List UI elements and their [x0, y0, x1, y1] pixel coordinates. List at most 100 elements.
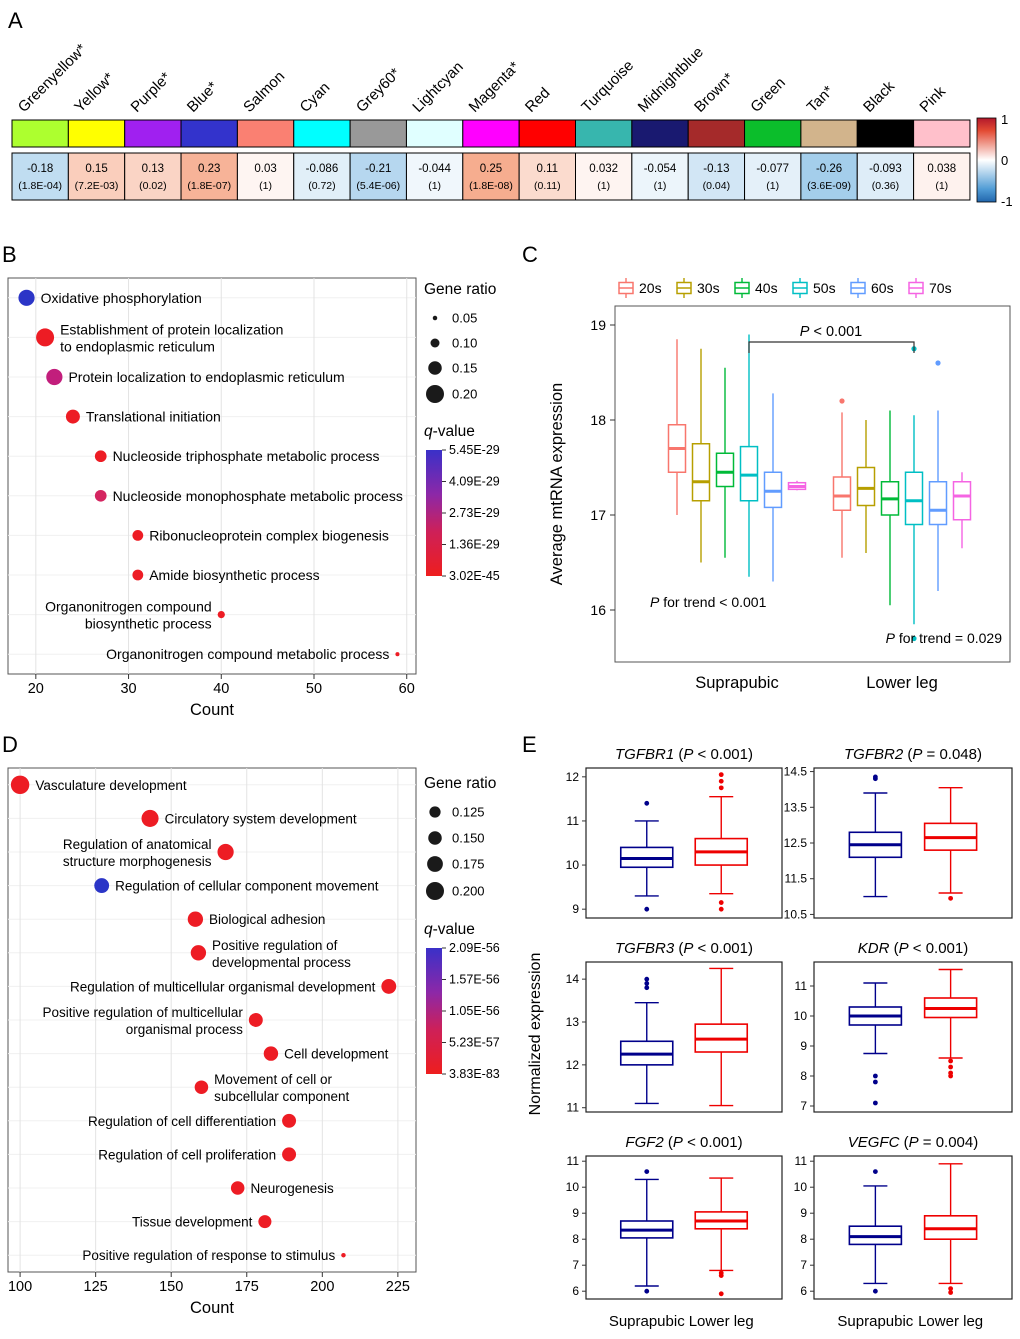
subpanel-border — [585, 961, 783, 1113]
correlation-value: -0.086 — [306, 163, 339, 175]
go-term-label: Regulation of anatomical — [63, 837, 212, 852]
outlier-dot — [644, 1169, 650, 1174]
go-term-dot — [187, 911, 204, 927]
module-color-swatch — [800, 119, 858, 148]
correlation-cell — [800, 152, 858, 201]
correlation-pvalue: (7.2E-03) — [75, 180, 119, 192]
size-legend-title: Gene ratio — [424, 775, 496, 792]
y-tick-label: 6 — [572, 1284, 579, 1298]
size-legend-value: 0.05 — [452, 311, 477, 326]
size-legend-value: 0.20 — [452, 387, 477, 402]
go-term-dot — [132, 569, 144, 581]
correlation-pvalue: (3.6E-09) — [807, 180, 851, 192]
category-label: Lower leg — [689, 1313, 754, 1330]
correlation-value: 0.13 — [142, 163, 164, 175]
y-tick-label: 12.5 — [784, 836, 808, 850]
correlation-value: 0.03 — [254, 163, 276, 175]
correlation-value: -0.093 — [869, 163, 902, 175]
go-term-dot — [282, 1113, 297, 1128]
gene-title: VEGFC (P = 0.004) — [848, 1134, 979, 1151]
size-legend-dot — [426, 385, 444, 403]
correlation-cell — [518, 152, 577, 201]
correlation-cell — [744, 152, 802, 201]
x-tick-label: 175 — [235, 1279, 259, 1295]
q-tick-label: 4.09E-29 — [449, 475, 500, 489]
y-tick-label: 10 — [794, 1009, 808, 1023]
go-term-label: Oxidative phosphorylation — [41, 290, 202, 306]
size-legend-value: 0.150 — [452, 831, 485, 846]
y-tick-label: 10 — [566, 858, 580, 872]
module-name: Brown* — [691, 70, 737, 116]
colorbar-tick-label: 1 — [1001, 112, 1008, 127]
correlation-value: -0.26 — [816, 163, 842, 175]
gene-title: TGFBR1 (P < 0.001) — [615, 746, 753, 763]
go-term-dot — [141, 809, 159, 827]
y-tick-label: 12 — [566, 1058, 580, 1072]
outlier-dot — [718, 900, 724, 905]
correlation-value: 0.032 — [589, 163, 618, 175]
outlier-dot — [644, 800, 650, 806]
correlation-cell — [236, 152, 295, 201]
outlier-dot — [911, 635, 917, 642]
go-term-label: organismal process — [126, 1022, 243, 1037]
size-legend-dot — [426, 882, 444, 900]
correlation-cell — [293, 152, 351, 201]
go-term-label: Ribonucleoprotein complex biogenesis — [149, 527, 389, 543]
correlation-value: 0.11 — [537, 163, 559, 175]
colorbar-tick-label: -1 — [1001, 194, 1013, 209]
x-axis-title: Count — [190, 1299, 234, 1317]
outlier-dot — [948, 1286, 954, 1291]
y-tick-label: 9 — [800, 1039, 807, 1053]
go-term-dot — [194, 1080, 209, 1094]
q-tick-label: 1.57E-56 — [449, 973, 500, 987]
x-tick-label: 100 — [8, 1279, 32, 1295]
module-color-swatch — [405, 119, 464, 148]
correlation-value: -0.18 — [27, 163, 53, 175]
q-tick-label: 2.09E-56 — [449, 941, 500, 955]
correlation-value: 0.25 — [480, 163, 502, 175]
go-term-dot — [258, 1215, 272, 1229]
y-tick-label: 11 — [567, 814, 580, 828]
q-tick-label: 5.23E-57 — [449, 1036, 500, 1050]
y-tick-label: 10 — [794, 1180, 808, 1194]
legend-label: 70s — [929, 280, 952, 296]
go-term-label: Tissue development — [132, 1215, 253, 1230]
correlation-cell — [349, 152, 407, 201]
category-label: Suprapubic — [609, 1313, 685, 1330]
go-term-dot — [132, 530, 144, 541]
x-tick-label: 40 — [213, 681, 229, 697]
y-tick-label: 9 — [800, 1206, 807, 1220]
go-term-dot — [10, 775, 30, 795]
panel-label: D — [2, 732, 18, 757]
outlier-dot — [872, 1073, 878, 1079]
module-name: Purple* — [128, 69, 175, 116]
correlation-pvalue: (0.04) — [703, 180, 730, 192]
y-tick-label: 19 — [590, 317, 606, 333]
module-color-swatch — [67, 119, 126, 148]
module-name: Black — [860, 78, 898, 116]
x-tick-label: 60 — [399, 681, 415, 697]
y-tick-label: 10.5 — [784, 907, 808, 921]
correlation-value: -0.077 — [756, 163, 789, 175]
y-tick-label: 8 — [572, 1232, 579, 1246]
correlation-pvalue: (1.8E-08) — [469, 180, 513, 192]
y-tick-label: 11 — [567, 1154, 580, 1168]
module-color-swatch — [687, 119, 746, 148]
subpanel-border — [585, 767, 783, 919]
module-color-swatch — [180, 119, 238, 148]
q-tick-label: 3.02E-45 — [449, 569, 500, 583]
go-term-dot — [190, 945, 207, 961]
module-color-swatch — [575, 119, 633, 148]
y-tick-label: 7 — [800, 1258, 807, 1272]
correlation-pvalue: (5.4E-06) — [356, 180, 400, 192]
outlier-dot — [872, 1100, 878, 1106]
box — [952, 481, 972, 521]
go-term-label: Regulation of multicellular organismal d… — [70, 979, 376, 994]
go-term-label: Regulation of cell proliferation — [98, 1147, 276, 1162]
y-tick-label: 10 — [566, 1180, 580, 1194]
x-tick-label: 125 — [84, 1279, 108, 1295]
go-term-label: Vasculature development — [35, 778, 187, 793]
